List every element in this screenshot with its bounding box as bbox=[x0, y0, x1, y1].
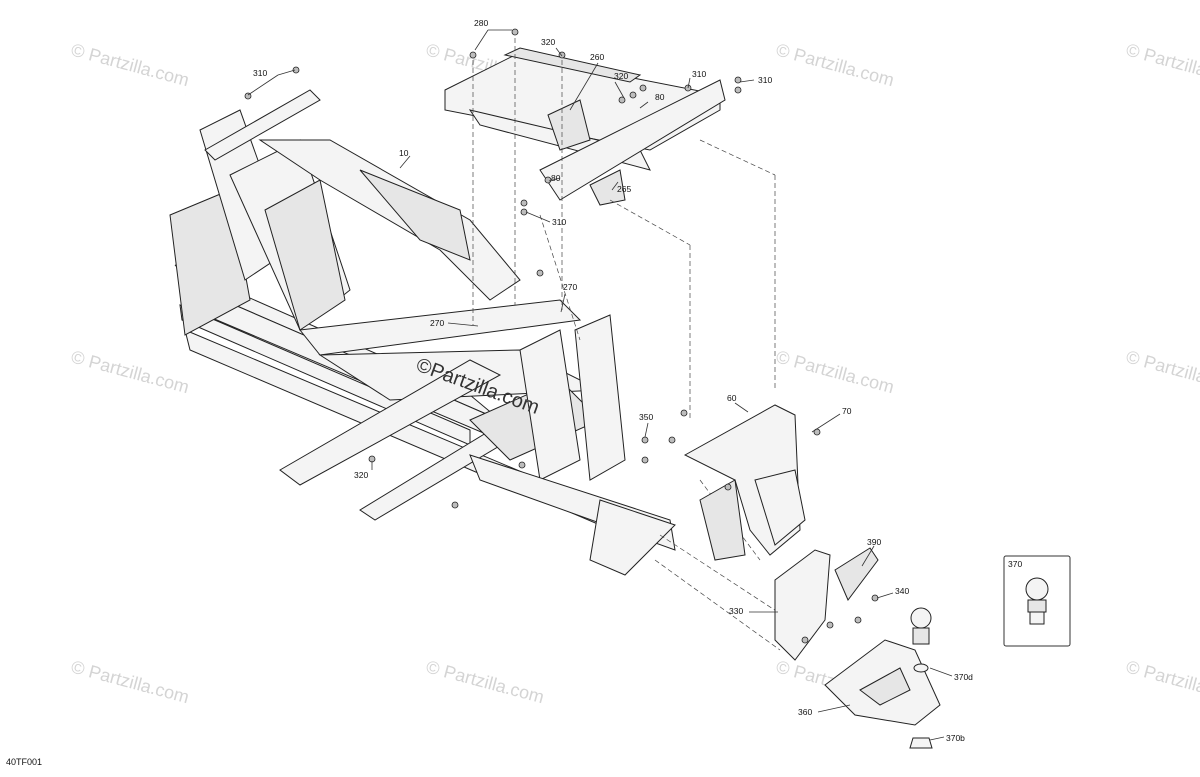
main-frame bbox=[169, 66, 676, 576]
callout-leaders bbox=[247, 29, 953, 741]
upper-crossmember bbox=[444, 28, 742, 216]
callout-370b: 370b bbox=[946, 733, 965, 743]
callout-80-upper: 80 bbox=[655, 92, 665, 102]
callout-265: 265 bbox=[617, 184, 631, 194]
callout-270-right: 270 bbox=[563, 282, 577, 292]
callout-310-top-mid: 310 bbox=[692, 69, 706, 79]
inset-box bbox=[1003, 555, 1071, 647]
callout-320-top: 320 bbox=[541, 37, 555, 47]
callout-340: 340 bbox=[895, 586, 909, 596]
mounting-plate bbox=[774, 547, 879, 661]
leader-lines bbox=[472, 38, 791, 651]
callout-390: 390 bbox=[867, 537, 881, 547]
watermark: © Partzilla.com bbox=[774, 347, 896, 398]
watermark: © Partzilla.com bbox=[1124, 40, 1200, 91]
watermark: © Partzilla.com bbox=[774, 40, 896, 91]
callout-10: 10 bbox=[399, 148, 409, 158]
figure-code: 40TF001 bbox=[6, 757, 43, 767]
callout-270-left: 270 bbox=[430, 318, 444, 328]
callout-70: 70 bbox=[842, 406, 852, 416]
tow-ball bbox=[909, 607, 933, 749]
watermark: © Partzilla.com bbox=[1124, 657, 1200, 708]
callout-330: 330 bbox=[729, 606, 743, 616]
callout-350: 350 bbox=[639, 412, 653, 422]
callout-260: 260 bbox=[590, 52, 604, 62]
front-bracket bbox=[641, 404, 821, 561]
callout-360: 360 bbox=[798, 707, 812, 717]
callouts: 280 320 260 320 310 310 310 80 80 265 31… bbox=[253, 18, 1022, 743]
watermark: © Partzilla.com bbox=[69, 657, 191, 708]
callout-310-top-right: 310 bbox=[758, 75, 772, 85]
callout-370-inset: 370 bbox=[1008, 559, 1022, 569]
watermark: © Partzilla.com bbox=[69, 40, 191, 91]
callout-60: 60 bbox=[727, 393, 737, 403]
callout-310-mid: 310 bbox=[552, 217, 566, 227]
watermark: © Partzilla.com bbox=[69, 347, 191, 398]
watermark: © Partzilla.com bbox=[424, 657, 546, 708]
hitch-plate bbox=[824, 639, 941, 726]
callout-320-lower: 320 bbox=[354, 470, 368, 480]
callout-80-lower: 80 bbox=[551, 173, 561, 183]
callout-280: 280 bbox=[474, 18, 488, 28]
callout-370d: 370d bbox=[954, 672, 973, 682]
callout-320-right: 320 bbox=[614, 71, 628, 81]
callout-310-top-left: 310 bbox=[253, 68, 267, 78]
watermark: © Partzilla.com bbox=[1124, 347, 1200, 398]
